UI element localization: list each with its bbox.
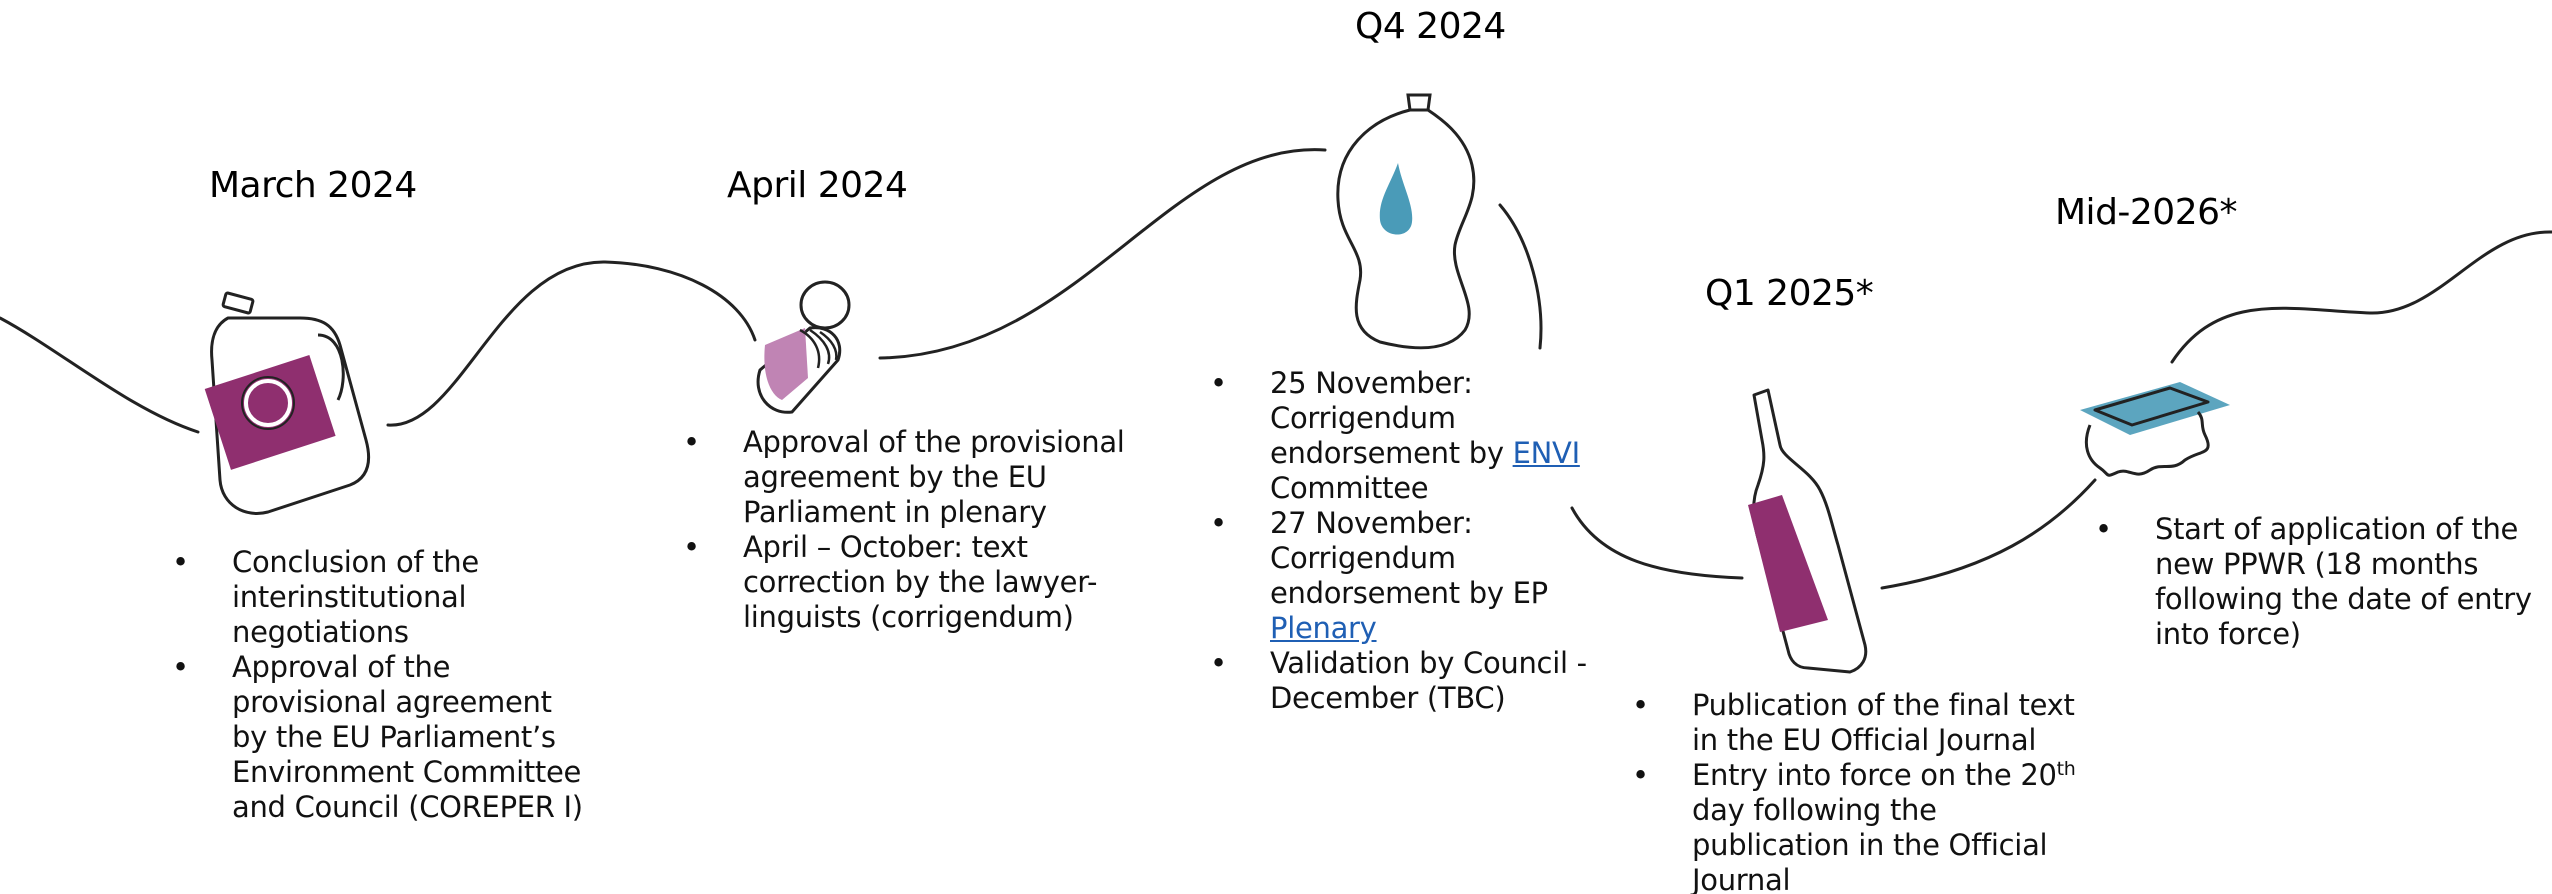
timeline-path-3	[878, 148, 1327, 360]
milestone-title-mid-2026: Mid-2026*	[2055, 192, 2238, 233]
list-item: Validation by Council - December (TBC)	[1210, 646, 1630, 716]
list-item: 27 November: Corrigendum endorsement by …	[1210, 506, 1630, 646]
envi-committee-link[interactable]: ENVI	[1512, 436, 1581, 470]
list-item-text: 25 November: Corrigendum endorsement by	[1270, 366, 1513, 470]
list-item: Start of application of the new PPWR (18…	[2095, 512, 2550, 652]
water-pouch-icon	[1336, 93, 1476, 350]
ordinal-suffix: th	[2056, 758, 2076, 780]
milestone-title-q1-2025: Q1 2025*	[1705, 273, 1874, 314]
list-item: Approval of the provisional agreement by…	[172, 650, 592, 825]
list-item-text: day following the publication in the Off…	[1692, 793, 2048, 894]
tin-can-icon	[756, 280, 851, 414]
wine-bottle-icon	[1748, 388, 1868, 674]
milestone-list-q1-2025: Publication of the final text in the EU …	[1632, 688, 2082, 894]
milestone-list-march-2024: Conclusion of the interinstitutional neg…	[172, 545, 592, 825]
timeline-path-2	[386, 260, 757, 427]
timeline-path-6	[1880, 478, 2097, 590]
detergent-jug-icon	[204, 291, 371, 515]
milestone-list-mid-2026: Start of application of the new PPWR (18…	[2095, 512, 2550, 652]
timeline-path-7	[2170, 230, 2552, 364]
timeline-path-1	[0, 316, 200, 434]
milestone-title-q4-2024: Q4 2024	[1355, 6, 1506, 47]
list-item: Conclusion of the interinstitutional neg…	[172, 545, 592, 650]
list-item: 25 November: Corrigendum endorsement by …	[1210, 366, 1630, 506]
milestone-title-april-2024: April 2024	[727, 165, 908, 206]
list-item-text: 27 November: Corrigendum endorsement by …	[1270, 506, 1548, 610]
list-item-text: Committee	[1270, 471, 1429, 505]
timeline-path-4	[1498, 203, 1543, 350]
list-item: Approval of the provisional agreement by…	[683, 425, 1163, 530]
list-item: Entry into force on the 20th day followi…	[1632, 758, 2082, 894]
milestone-list-april-2024: Approval of the provisional agreement by…	[683, 425, 1163, 635]
list-item: April – October: text correction by the …	[683, 530, 1163, 635]
list-item-text: Entry into force on the 20	[1692, 758, 2057, 792]
list-item: Publication of the final text in the EU …	[1632, 688, 2082, 758]
milestone-list-q4-2024: 25 November: Corrigendum endorsement by …	[1210, 366, 1630, 716]
milestone-title-march-2024: March 2024	[209, 165, 417, 206]
ep-plenary-link[interactable]: Plenary	[1270, 611, 1377, 645]
food-tray-icon	[2080, 382, 2230, 477]
